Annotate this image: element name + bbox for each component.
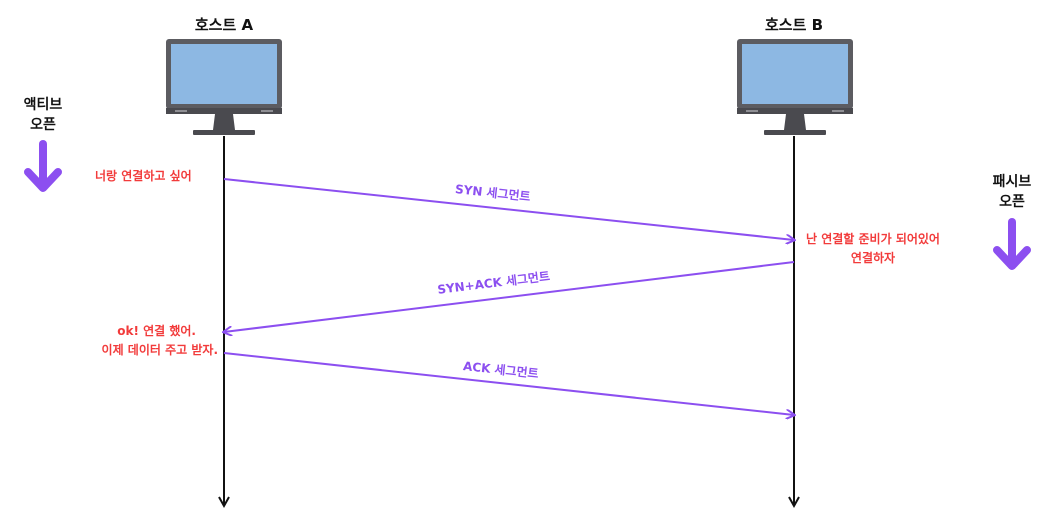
active-open-label: 액티브 오픈	[23, 97, 63, 133]
host-a-ok-note: ok! 연결 했어. 이제 데이터 주고 받자.	[101, 324, 218, 357]
host-b-ready-note: 난 연결할 준비가 되어있어 연결하자	[806, 232, 940, 265]
active-open-down-arrow-icon	[24, 140, 62, 192]
host-b-title: 호스트 B	[764, 16, 824, 34]
host-a-monitor-icon	[166, 39, 282, 135]
passive-open-down-arrow-icon	[993, 218, 1031, 270]
passive-open-label: 패시브 오픈	[992, 174, 1032, 210]
host-a-title: 호스트 A	[194, 16, 254, 34]
ack-arrow	[223, 352, 794, 415]
host-a-request-note: 너랑 연결하고 싶어	[95, 169, 192, 183]
syn-arrow	[223, 178, 794, 240]
synack-arrow	[224, 261, 795, 332]
host-b-monitor-icon	[737, 39, 853, 135]
host-b-timeline-arrowhead	[788, 496, 800, 509]
host-a-timeline-arrowhead	[218, 496, 230, 509]
